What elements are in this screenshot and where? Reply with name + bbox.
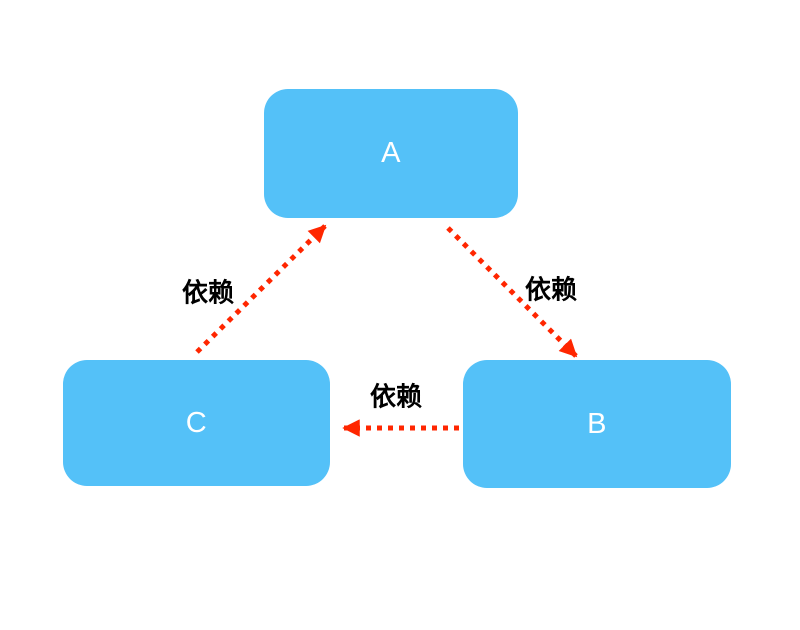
edge-label-c-to-a: 依赖: [181, 277, 235, 308]
node-b: B: [463, 360, 731, 488]
node-c: C: [63, 360, 330, 486]
node-c-label: C: [185, 406, 208, 439]
node-b-label: B: [587, 407, 607, 440]
edge-label-a-to-b: 依赖: [524, 274, 578, 305]
node-a: A: [264, 89, 518, 218]
edge-label-b-to-c: 依赖: [369, 381, 423, 412]
node-a-label: A: [381, 137, 401, 169]
